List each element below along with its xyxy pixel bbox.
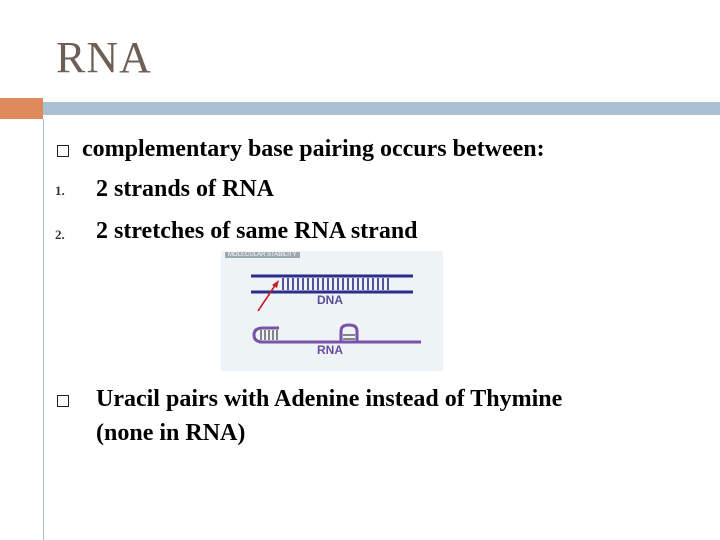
bullet-text: complementary base pairing occurs betwee… (82, 136, 545, 162)
dna-label: DNA (317, 293, 343, 307)
square-bullet-icon (57, 145, 69, 157)
rna-label: RNA (317, 343, 343, 357)
list-number: 2. (55, 227, 65, 242)
header-accent-blue (43, 102, 720, 115)
rna-hairpin-left (252, 326, 279, 344)
red-arrowhead-icon (272, 280, 279, 288)
header-accent-orange (0, 98, 43, 119)
rna-hairpin-right-pairs (343, 334, 355, 340)
list-number: 1. (55, 183, 65, 198)
bullet-text: Uracil pairs with Adenine instead of Thy… (96, 386, 563, 412)
slide-title: RNA (56, 33, 152, 82)
list-item-text: 2 strands of RNA (96, 176, 275, 202)
figure-tag: MOLECULAR STABILITY (225, 252, 300, 258)
base-pairing-illustration (251, 274, 421, 344)
rna-hairpin-left-pairs (260, 330, 278, 340)
dna-base-pairs (282, 278, 389, 290)
rna-dna-diagram: MOLECULAR STABILITY (221, 251, 443, 371)
square-bullet-icon (57, 395, 69, 407)
left-rule (43, 119, 44, 540)
bullet-text-continuation: (none in RNA) (96, 420, 246, 446)
rna-hairpin-right (339, 323, 359, 342)
list-item-text: 2 stretches of same RNA strand (96, 218, 418, 244)
red-arrow-icon (257, 283, 277, 312)
